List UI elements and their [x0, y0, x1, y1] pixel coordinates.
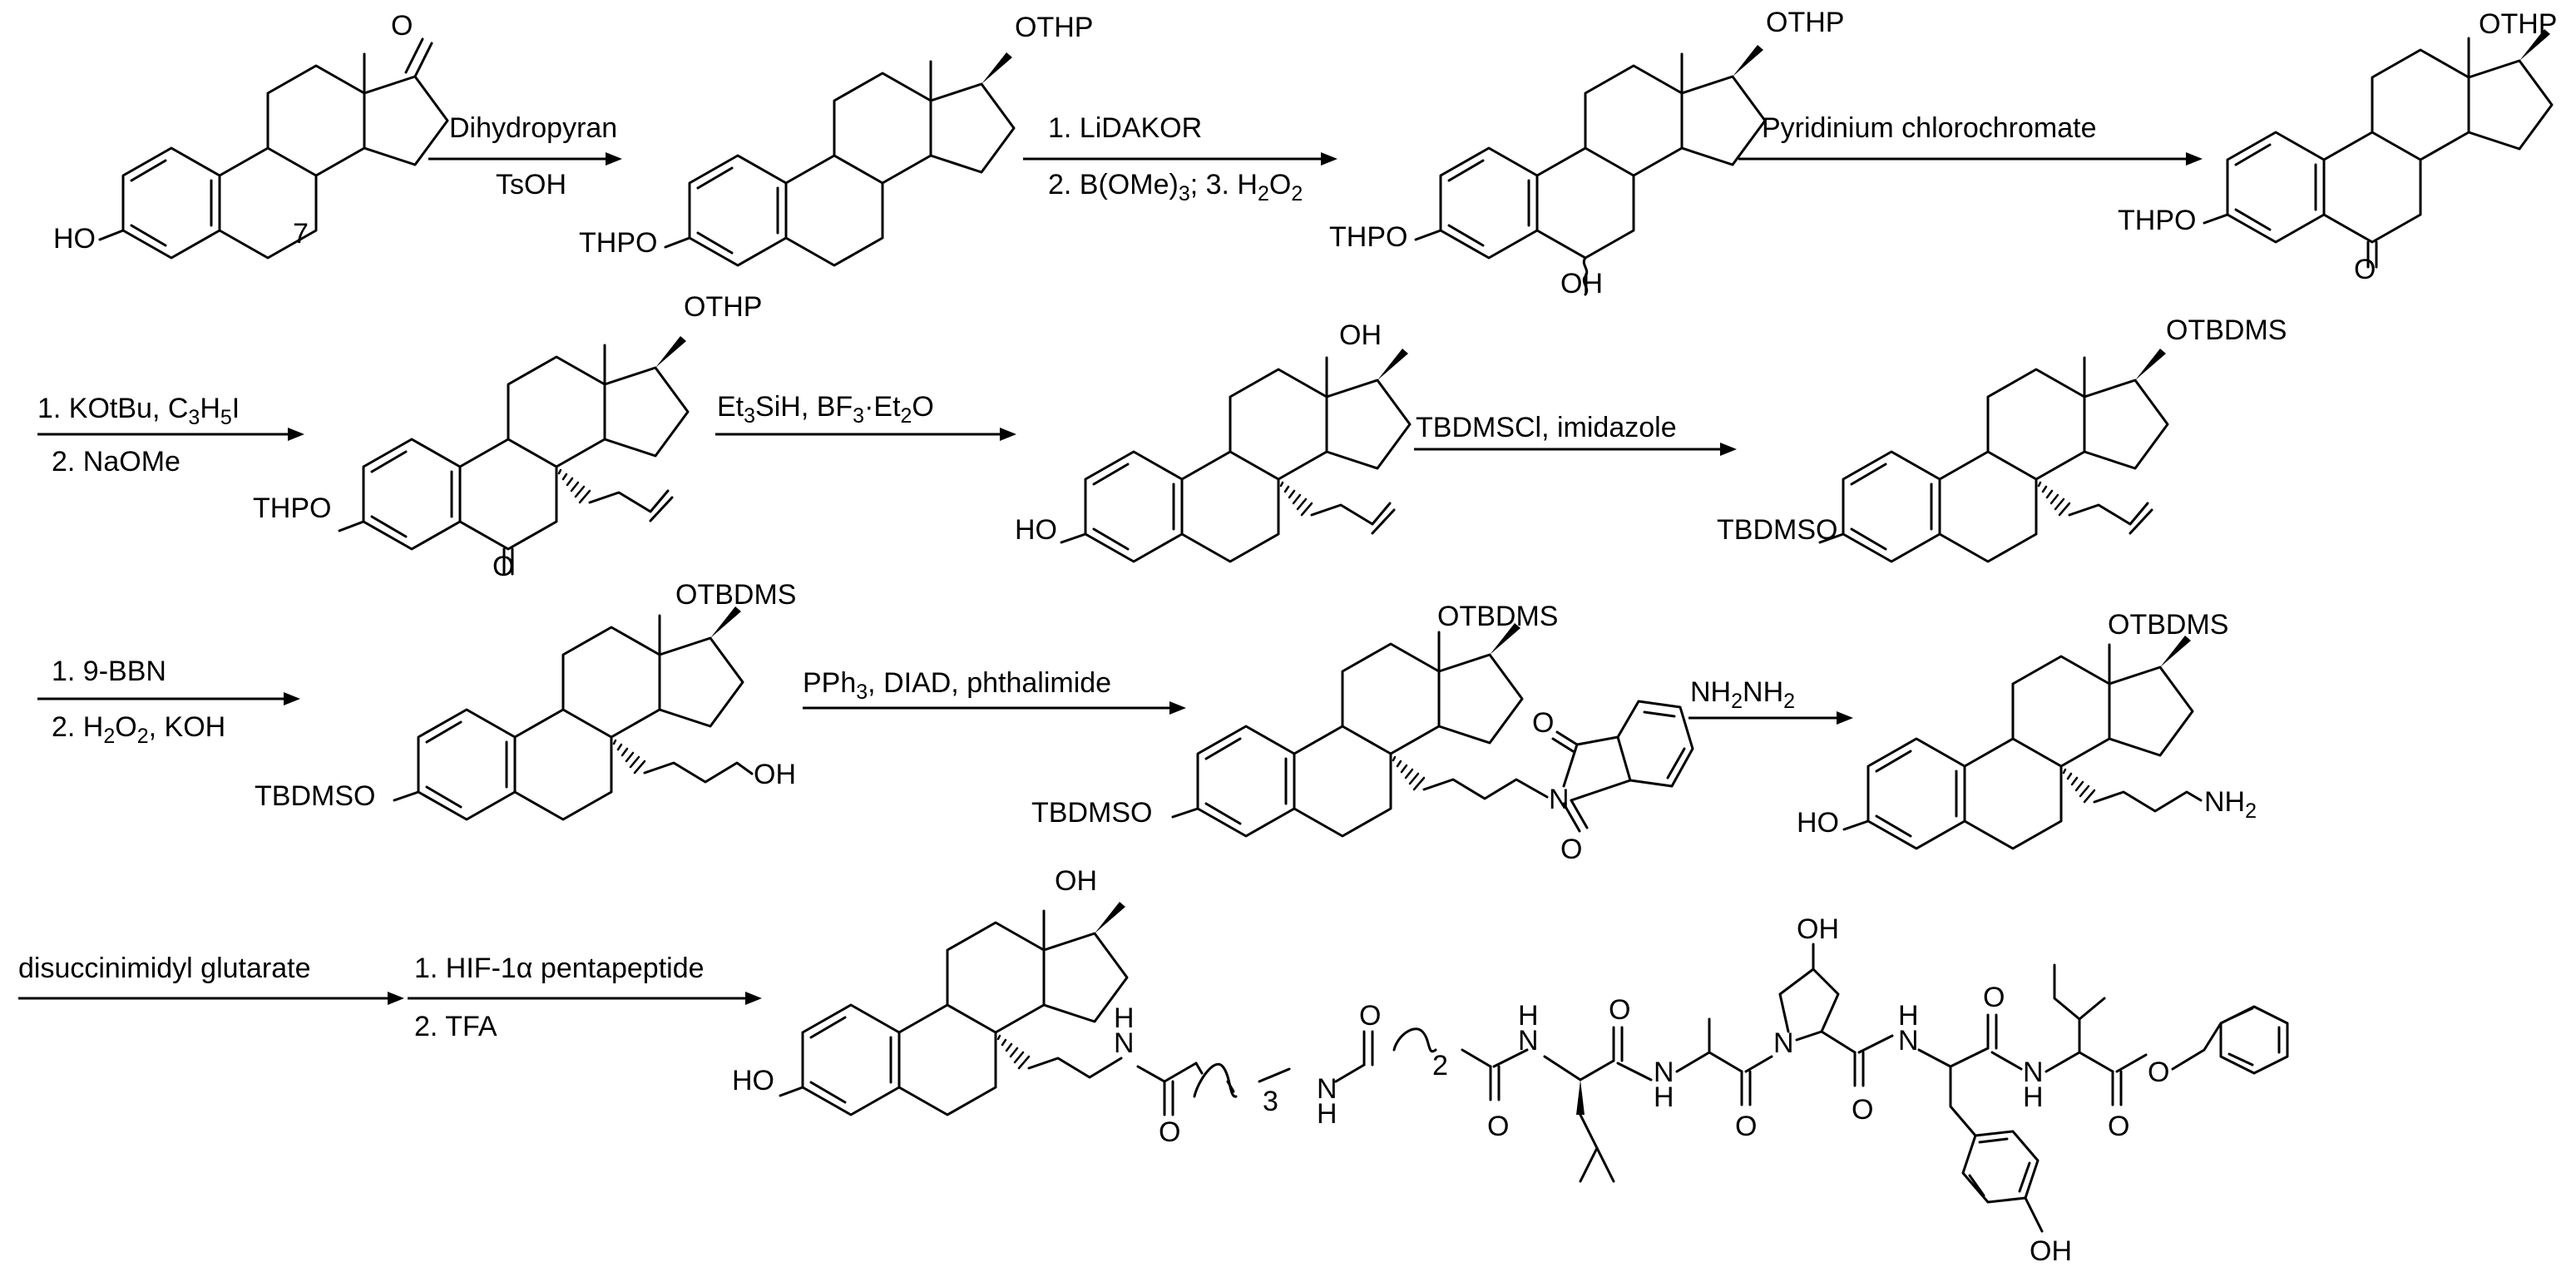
atom-label: THPO [253, 492, 331, 524]
atom-label: O [391, 10, 413, 42]
reaction-arrow [715, 428, 1016, 441]
reagent-label: PPh3, DIAD, phthalimide [803, 667, 1111, 704]
reagent-label: 2. TFA [414, 1011, 497, 1042]
reagent-label: Dihydropyran [449, 112, 617, 144]
atom-label: O [1983, 982, 2005, 1013]
reaction-arrow [37, 428, 304, 441]
atom-label: 3 [1263, 1086, 1278, 1117]
atom-label: O [1735, 1111, 1757, 1142]
reagent-label: Pyridinium chlorochromate [1762, 112, 2097, 144]
atom-label: O [2354, 254, 2376, 285]
reaction-arrow [1414, 443, 1737, 456]
reaction-arrow [1688, 711, 1853, 725]
reagent-label: Et3SiH, BF3·Et2O [717, 391, 934, 428]
reagent-label: 1. 9-BBN [52, 656, 166, 687]
atom-label: O [1159, 1116, 1180, 1148]
atom-label: OTBDMS [2108, 609, 2228, 641]
reaction-arrow [1023, 152, 1337, 166]
atom-label: TBDMSO [1717, 514, 1837, 546]
compound-hydroxypropyl: OTBDMS TBDMSO OH [255, 579, 796, 819]
reagent-label: 2. B(OMe)3; 3. H2O2 [1048, 169, 1303, 205]
atom-label: HO [732, 1065, 774, 1096]
atom-label: 2 [1432, 1050, 1448, 1081]
reagent-label: 1. KOtBu, C3H5I [37, 393, 240, 429]
reaction-arrow [1738, 152, 2203, 166]
atom-label: N [1114, 1027, 1135, 1059]
atom-label: OH [1797, 913, 1839, 945]
atom-label: OH [754, 759, 796, 790]
reagent-label: TBDMSCl, imidazole [1416, 412, 1677, 443]
atom-label: O [1560, 834, 1582, 865]
atom-label: N [1317, 1073, 1337, 1105]
reaction-arrow [37, 692, 300, 705]
atom-label: O [1532, 707, 1554, 739]
atom-label: N [1518, 1025, 1539, 1057]
atom-label: OH [2030, 1235, 2072, 1267]
reagent-label: 2. H2O2, KOH [52, 711, 225, 748]
reagent-label: TsOH [496, 169, 566, 200]
reaction-arrow [408, 992, 762, 1005]
atom-label: THPO [2118, 205, 2196, 236]
atom-label: H [1114, 1002, 1135, 1034]
atom-label: TBDMSO [255, 780, 375, 812]
atom-label: H [1654, 1081, 1674, 1113]
compound-peptide-conjugate: OH HO N H O 3 N H O 2 O N H O N H [732, 865, 2289, 1267]
atom-label: OTHP [684, 291, 762, 323]
atom-label: TBDMSO [1031, 797, 1152, 829]
compound-phthalimide: OTBDMS TBDMSO N O O [1031, 601, 1694, 865]
atom-label: OH [1055, 865, 1097, 897]
atom-label: OH [1339, 319, 1382, 351]
reaction-arrow [18, 992, 404, 1005]
compound-bis-tbdms-allyl: OTBDMS TBDMSO [1717, 314, 2287, 562]
reagent-label: 2. NaOMe [52, 446, 180, 478]
compound-thp-protected: OTHP THPO [579, 12, 1093, 265]
atom-label: HO [1015, 514, 1057, 546]
atom-label: H [1518, 1000, 1539, 1032]
reagent-label: NH2NH2 [1690, 676, 1795, 713]
compound-7-allyl-estradiol: OH HO [1015, 319, 1410, 562]
atom-label: N [1654, 1057, 1674, 1088]
atom-label: OTBDMS [1437, 601, 1558, 632]
atom-label: N [2023, 1057, 2044, 1088]
reagent-label: disuccinimidyl glutarate [18, 953, 311, 984]
atom-label: HO [53, 223, 96, 255]
compound-6-hydroxy: OTHP THPO OH [1329, 7, 1844, 299]
atom-label: HO [1797, 807, 1839, 839]
atom-label: NH2 [2204, 786, 2257, 823]
reagent-label: 1. LiDAKOR [1048, 112, 1202, 144]
atom-label: O [1487, 1111, 1509, 1142]
atom-label: N [1773, 1027, 1794, 1059]
atom-label: N [1549, 784, 1570, 815]
atom-label: H [2023, 1081, 2044, 1113]
compound-estrone: O HO 7 [53, 10, 447, 258]
atom-label: OTBDMS [2166, 314, 2287, 346]
atom-label: O [1852, 1094, 1873, 1126]
atom-label: N [1898, 1025, 1919, 1057]
compound-6-keto: OTHP THPO O [2118, 8, 2557, 285]
atom-label: THPO [1329, 221, 1407, 253]
atom-label: O [1359, 1000, 1381, 1032]
reagent-label: 1. HIF-1α pentapeptide [414, 953, 705, 984]
atom-label: O [2108, 1111, 2129, 1142]
atom-label: OH [1560, 268, 1603, 299]
atom-label: OTHP [1015, 12, 1093, 43]
atom-label: O [492, 551, 514, 582]
reaction-arrow [803, 701, 1186, 715]
atom-label: OTBDMS [675, 579, 796, 611]
atom-label: H [1317, 1098, 1337, 1130]
atom-label: O [2148, 1057, 2169, 1088]
compound-7-allyl-6-keto: OTHP THPO O [253, 291, 762, 582]
atom-label: H [1898, 1000, 1919, 1032]
atom-label: OTHP [2479, 8, 2557, 40]
atom-label: 7 [293, 218, 309, 250]
reaction-arrow [428, 152, 622, 166]
atom-label: O [1609, 994, 1630, 1026]
atom-label: OTHP [1766, 7, 1844, 38]
atom-label: THPO [579, 227, 657, 259]
compound-aminopropyl: OTBDMS HO NH2 [1797, 609, 2257, 849]
